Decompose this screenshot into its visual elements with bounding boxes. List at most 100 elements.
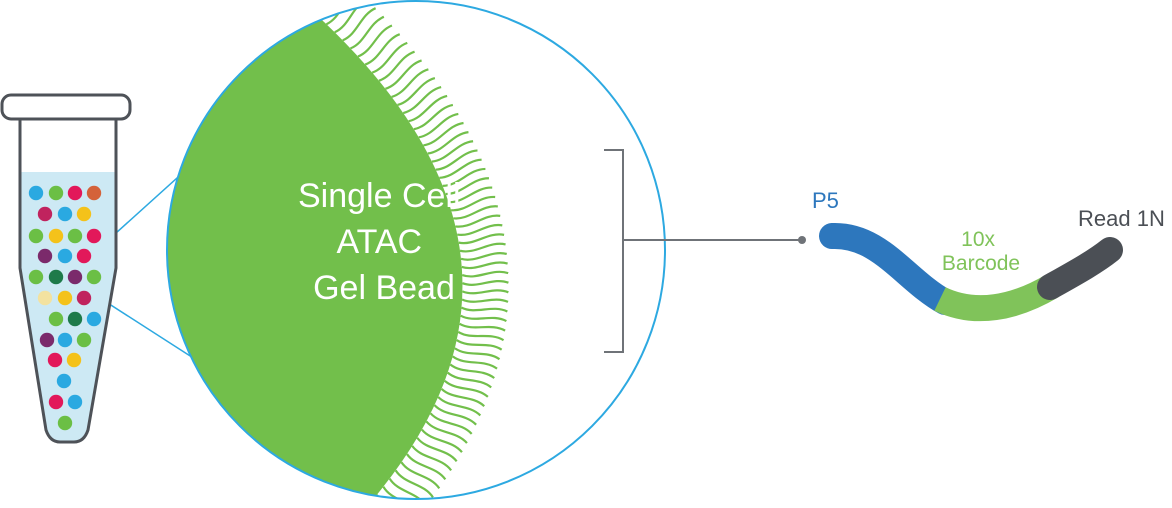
bead-oligo-strand <box>445 177 490 196</box>
barcode-label: 10x Barcode <box>942 228 1020 275</box>
bead-oligo-strand <box>442 167 486 187</box>
bead-oligo-strand <box>418 112 459 139</box>
tube-bead <box>67 311 83 327</box>
tube-bead <box>28 228 44 244</box>
tube-bead <box>86 228 102 244</box>
bead-oligo-strand <box>433 404 477 426</box>
tube-bead <box>39 332 55 348</box>
tube-beads <box>28 185 102 431</box>
tube-bead <box>76 248 92 264</box>
tube-bead <box>86 185 102 201</box>
bead-label-line-2: ATAC <box>336 223 422 261</box>
bead-oligo-strand <box>342 7 377 42</box>
bead-oligo-strand <box>423 121 464 147</box>
read1n-label: Read 1N <box>1078 206 1165 231</box>
bead-oligo-strand <box>421 428 463 453</box>
bead-oligo-strand <box>416 437 458 463</box>
bead-oligo-strand <box>425 420 468 444</box>
p5-label: P5 <box>812 188 839 213</box>
tube-bead <box>86 311 102 327</box>
bead-oligo-strand <box>406 453 447 481</box>
tube-bead <box>66 352 82 368</box>
bead-oligo-strand <box>440 388 485 408</box>
bead-oligo-strand <box>461 306 508 313</box>
bead-oligo-strand <box>448 186 493 204</box>
magnified-view: Single Cell ATAC Gel Bead <box>166 0 666 500</box>
oligo-strand: P5 10x Barcode Read 1N <box>812 188 1165 322</box>
magnifier-circle-outline <box>166 0 666 500</box>
tube-bead <box>37 206 53 222</box>
barcode-segment <box>934 274 1059 322</box>
tube-bead <box>37 248 53 264</box>
bead-oligo-strand <box>459 322 506 332</box>
bead-oligo-strand <box>382 486 421 499</box>
tube-body <box>18 119 118 444</box>
bead-oligo-strand <box>431 140 474 163</box>
bead-oligo-strand <box>400 461 441 490</box>
tube-bead <box>37 290 53 306</box>
bead-oligo-strand <box>413 103 454 131</box>
bead-oligo-strand <box>457 223 503 236</box>
bead-oligo-strands <box>308 1 509 499</box>
bead-oligo-strand <box>461 289 509 295</box>
bead-oligo-strand <box>437 396 482 417</box>
tube-bead <box>28 185 44 201</box>
tube-bead <box>57 415 73 431</box>
tube-bead <box>57 206 73 222</box>
pointer-dot <box>798 236 806 244</box>
tube-cap <box>0 93 132 121</box>
bead-oligo-strand <box>384 59 422 90</box>
bead-oligo-strand <box>461 298 509 303</box>
bead-oligo-strand <box>457 330 505 342</box>
tube-bead <box>48 311 64 327</box>
bead-oligo-strand <box>460 252 508 261</box>
tube-bead <box>76 332 92 348</box>
tube-bead <box>67 394 83 410</box>
tube-liquid <box>20 172 116 442</box>
tube-bead <box>76 206 92 222</box>
tube-bead <box>48 394 64 410</box>
bead-oligo-strand <box>308 1 341 10</box>
bead-oligo-strand <box>446 371 492 389</box>
bead-oligo-strand <box>357 24 393 58</box>
bead-label-line-1: Single Cell <box>298 177 461 215</box>
bead-oligo-strand <box>378 50 415 82</box>
barcode-label-line-2: Barcode <box>942 252 1020 275</box>
bead-oligo-strand <box>394 469 434 498</box>
bead-oligo-strand <box>435 149 478 171</box>
tube-bead <box>48 228 64 244</box>
tube-bead <box>67 228 83 244</box>
bead-oligo-strand <box>371 41 408 74</box>
bead-oligo-strand <box>458 233 505 245</box>
tube <box>0 93 132 444</box>
bead-label: Single Cell ATAC Gel Bead <box>298 177 470 307</box>
bead-oligo-strand <box>402 85 442 115</box>
bead-oligo-strand <box>449 363 495 379</box>
tube-bead <box>47 352 63 368</box>
bead-oligo-strand <box>364 33 401 66</box>
bead-oligo-strand <box>461 270 509 278</box>
bead-oligo-strand <box>453 205 498 220</box>
tube-bead <box>67 269 83 285</box>
read1n-segment <box>1037 237 1123 300</box>
tube-bead <box>56 373 72 389</box>
tube-bead <box>86 269 102 285</box>
bead-oligo-strand <box>439 158 482 179</box>
bead-oligo-strand <box>427 131 469 155</box>
bead-oligo-strand <box>454 347 501 361</box>
bead-oligo-strand <box>408 94 448 123</box>
bracket-pointer <box>604 149 806 353</box>
bead-oligo-strand <box>452 355 498 370</box>
tube-bead <box>57 332 73 348</box>
tube-bead <box>28 269 44 285</box>
barcode-label-line-1: 10x <box>961 228 995 251</box>
tube-bead <box>48 185 64 201</box>
bead-oligo-strand <box>456 339 503 351</box>
bead-label-line-3: Gel Bead <box>313 269 455 307</box>
bead-oligo-strand <box>459 242 506 253</box>
tube-bead <box>57 248 73 264</box>
bead-oligo-strand <box>461 261 508 270</box>
p5-segment <box>819 223 958 315</box>
